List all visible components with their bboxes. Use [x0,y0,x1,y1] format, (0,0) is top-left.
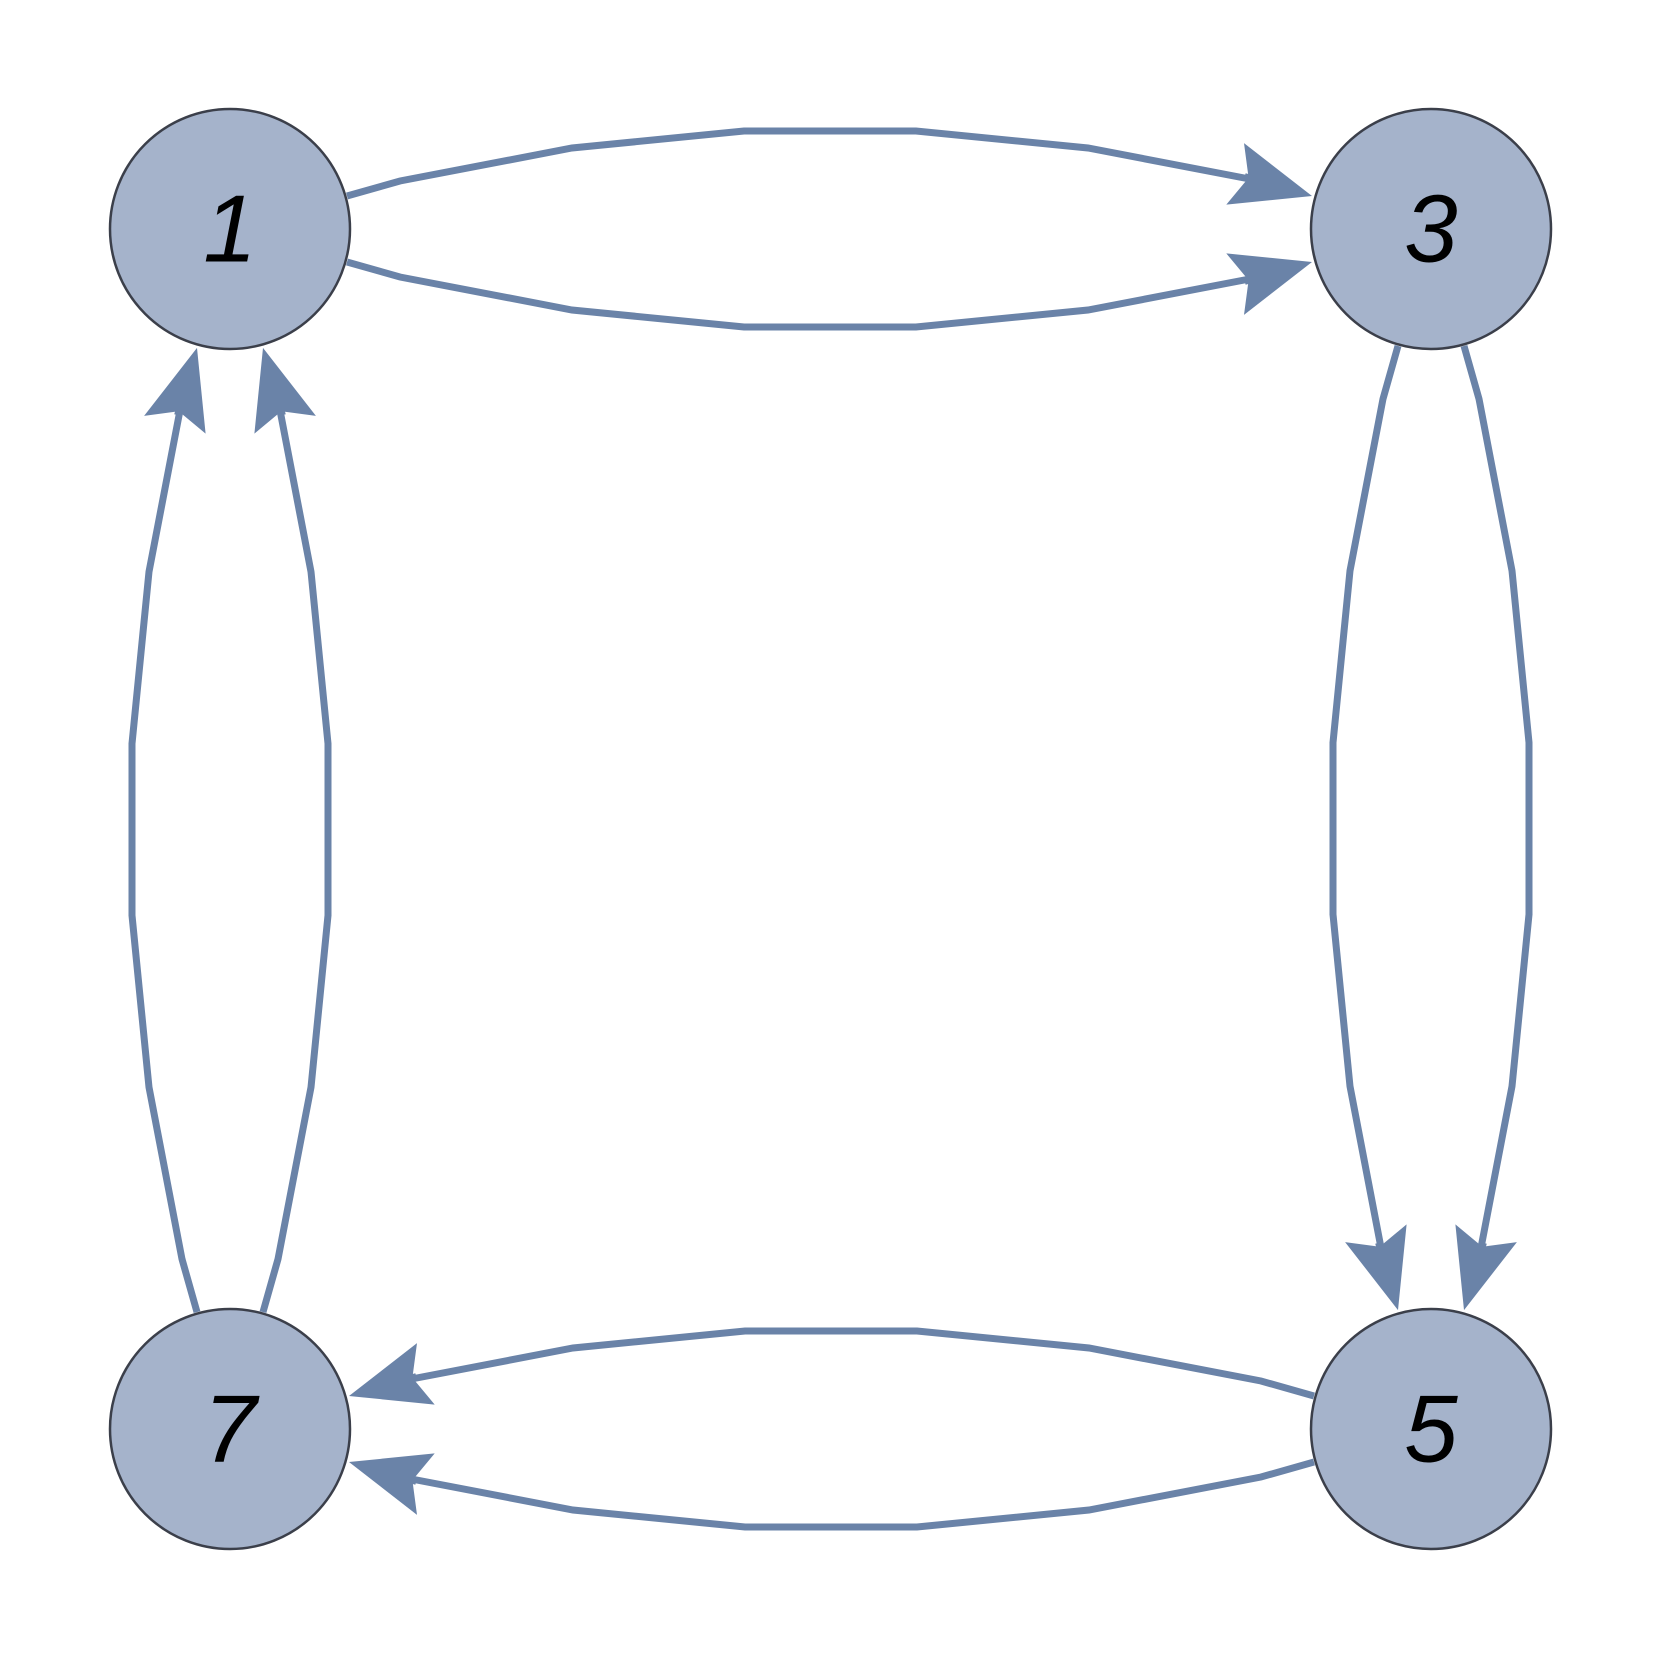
node-3: 3 [1309,107,1553,351]
arrowhead [1226,143,1312,205]
node-label: 1 [203,176,256,283]
arrowhead [1455,1224,1517,1311]
edge-7-to-1 [128,347,206,1314]
edge-line [400,1327,1315,1400]
edge-7-to-1 [254,347,332,1314]
node-1: 1 [108,107,352,351]
edge-3-to-5 [1329,344,1407,1311]
edge-line [1329,344,1402,1260]
node-label: 3 [1404,176,1457,283]
node-5: 5 [1309,1307,1553,1551]
edge-5-to-7 [349,1453,1315,1531]
arrowhead [349,1343,435,1405]
edge-line [346,258,1261,331]
node-circle [108,107,352,351]
node-circle [1309,107,1553,351]
edge-5-to-7 [349,1327,1315,1405]
arrowhead [1345,1224,1407,1311]
node-label: 5 [1404,1376,1458,1483]
edge-line [346,127,1261,200]
node-circle [1309,1307,1553,1551]
edge-line [1460,344,1533,1260]
node-circle [108,1307,352,1551]
edge-line [400,1458,1315,1531]
arrowhead [254,347,316,434]
edge-line [128,398,201,1314]
edge-1-to-3 [346,127,1312,205]
arrowhead [349,1453,435,1515]
edge-3-to-5 [1455,344,1533,1311]
node-label: 7 [203,1376,260,1483]
edge-1-to-3 [346,253,1312,331]
node-7: 7 [108,1307,352,1551]
arrowhead [1226,253,1312,315]
edges-layer [128,127,1533,1531]
arrowhead [144,347,206,434]
nodes-layer: 1 3 5 7 [108,107,1553,1551]
edge-line [259,398,332,1314]
